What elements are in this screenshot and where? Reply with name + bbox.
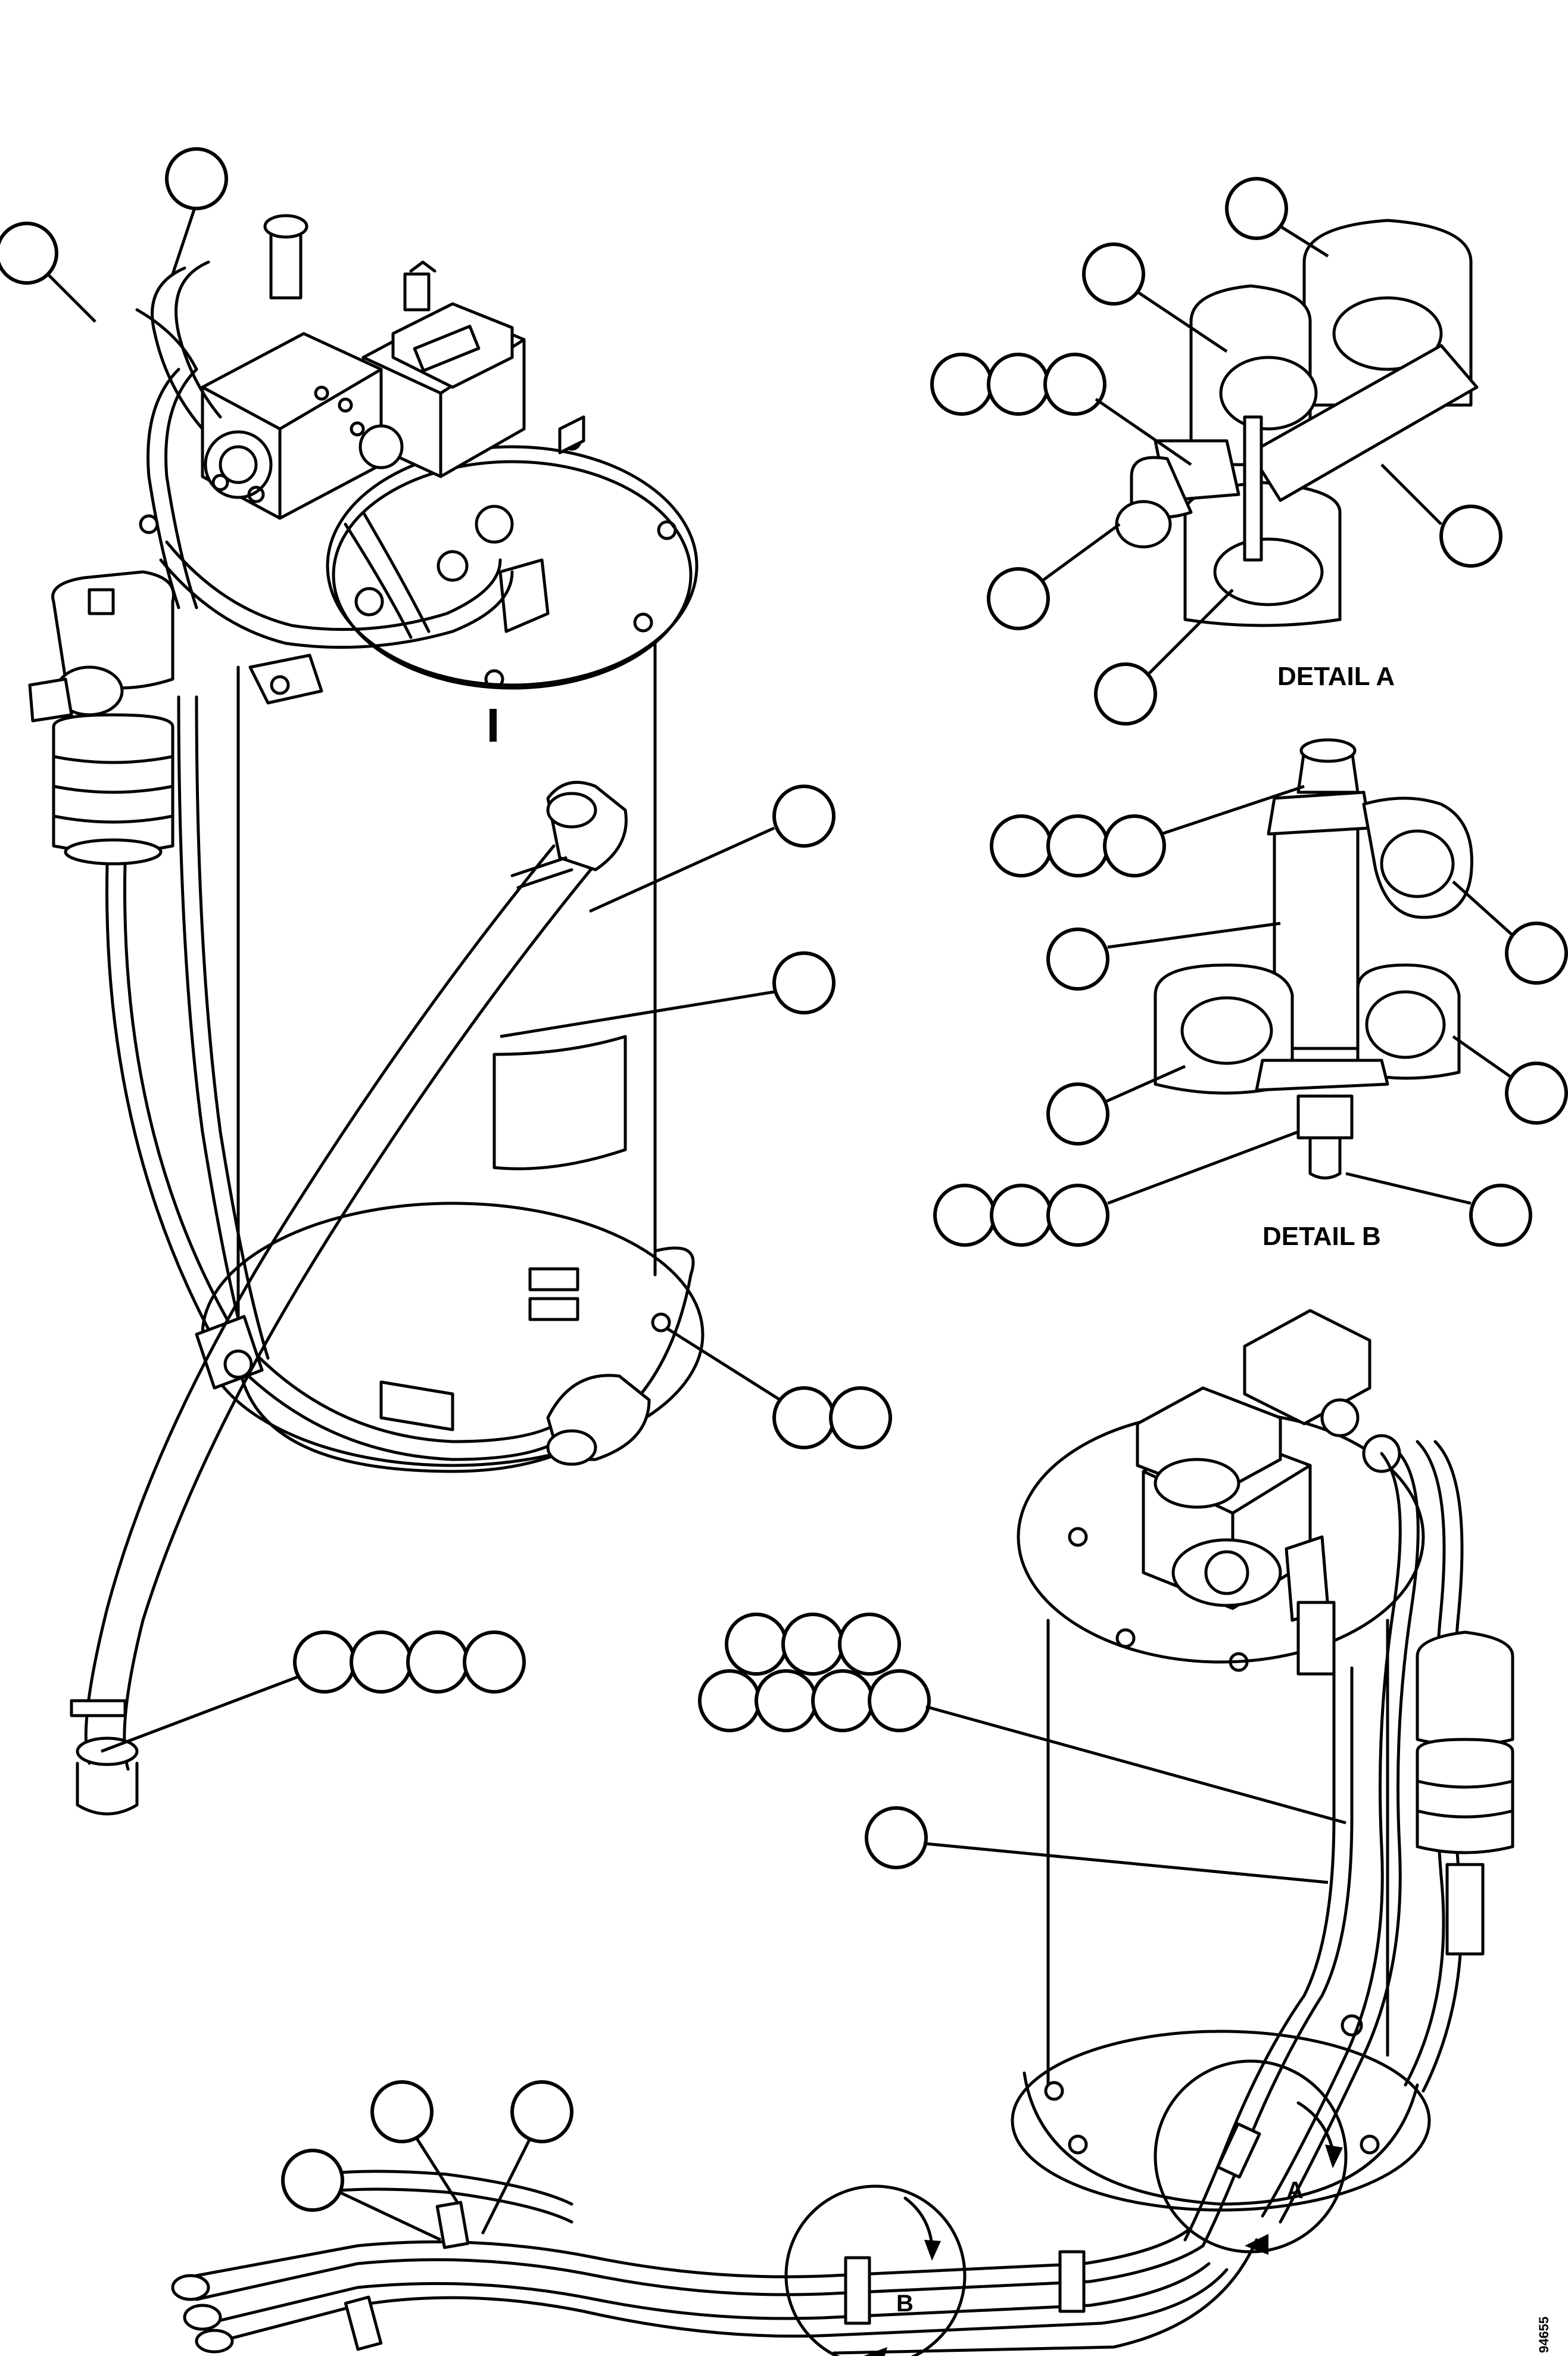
callout-bubble [370, 2080, 434, 2143]
callout-bubble [406, 1630, 469, 1694]
callout-bubble [868, 1669, 931, 1732]
callout-bubble [293, 1630, 356, 1694]
callout-bubble [1505, 922, 1568, 985]
detail-a-caption: DETAIL A [1277, 662, 1395, 691]
callout-bubble [772, 951, 836, 1014]
pump-tank-assembly-upper [28, 214, 704, 1816]
callout-bubble [165, 147, 228, 210]
callout-bubble [1046, 814, 1109, 877]
callout-bubble [865, 1806, 928, 1869]
callout-bubble [1082, 242, 1145, 306]
callout-bubble [463, 1630, 526, 1694]
callout-bubble [772, 1386, 836, 1449]
callout-bubble [781, 1613, 844, 1676]
detail-b-marker: B [896, 2290, 914, 2317]
callout-bubble [838, 1613, 901, 1676]
callout-bubble [1046, 928, 1109, 991]
callout-bubble [811, 1669, 874, 1732]
callout-bubble [1505, 1062, 1568, 1125]
callout-bubble [987, 353, 1050, 416]
callout-bubble [1046, 1082, 1109, 1146]
callout-bubble [990, 814, 1053, 877]
callout-bubble [1094, 662, 1157, 726]
detail-a-marker: A [1286, 2177, 1304, 2204]
callout-bubble [930, 353, 993, 416]
callout-bubble [1046, 1184, 1109, 1247]
callout-bubble [1043, 353, 1106, 416]
callout-bubble [987, 567, 1050, 630]
document-number: 94655 [1536, 2317, 1551, 2353]
callout-bubble [933, 1184, 996, 1247]
callout-bubble [350, 1630, 413, 1694]
callout-bubble [755, 1669, 818, 1732]
detail-b-hose-clamp [1154, 738, 1473, 1179]
callout-bubble [1439, 505, 1502, 568]
callout-bubble [281, 2149, 344, 2212]
pump-tank-assembly-lower [171, 1309, 1514, 2356]
callout-bubble [1103, 814, 1166, 877]
callout-bubble [990, 1184, 1053, 1247]
callout-bubble [1469, 1184, 1532, 1247]
callout-bubble [829, 1386, 892, 1449]
callout-bubble [510, 2080, 573, 2143]
callout-bubble [725, 1613, 788, 1676]
callout-bubble [772, 785, 836, 848]
callout-bubble [0, 222, 58, 285]
detail-a-hose-clamp [1115, 219, 1479, 627]
detail-b-caption: DETAIL B [1262, 1222, 1381, 1251]
callout-bubble [698, 1669, 761, 1732]
callout-bubble [1225, 177, 1288, 240]
callout-bubbles [0, 147, 1568, 2242]
